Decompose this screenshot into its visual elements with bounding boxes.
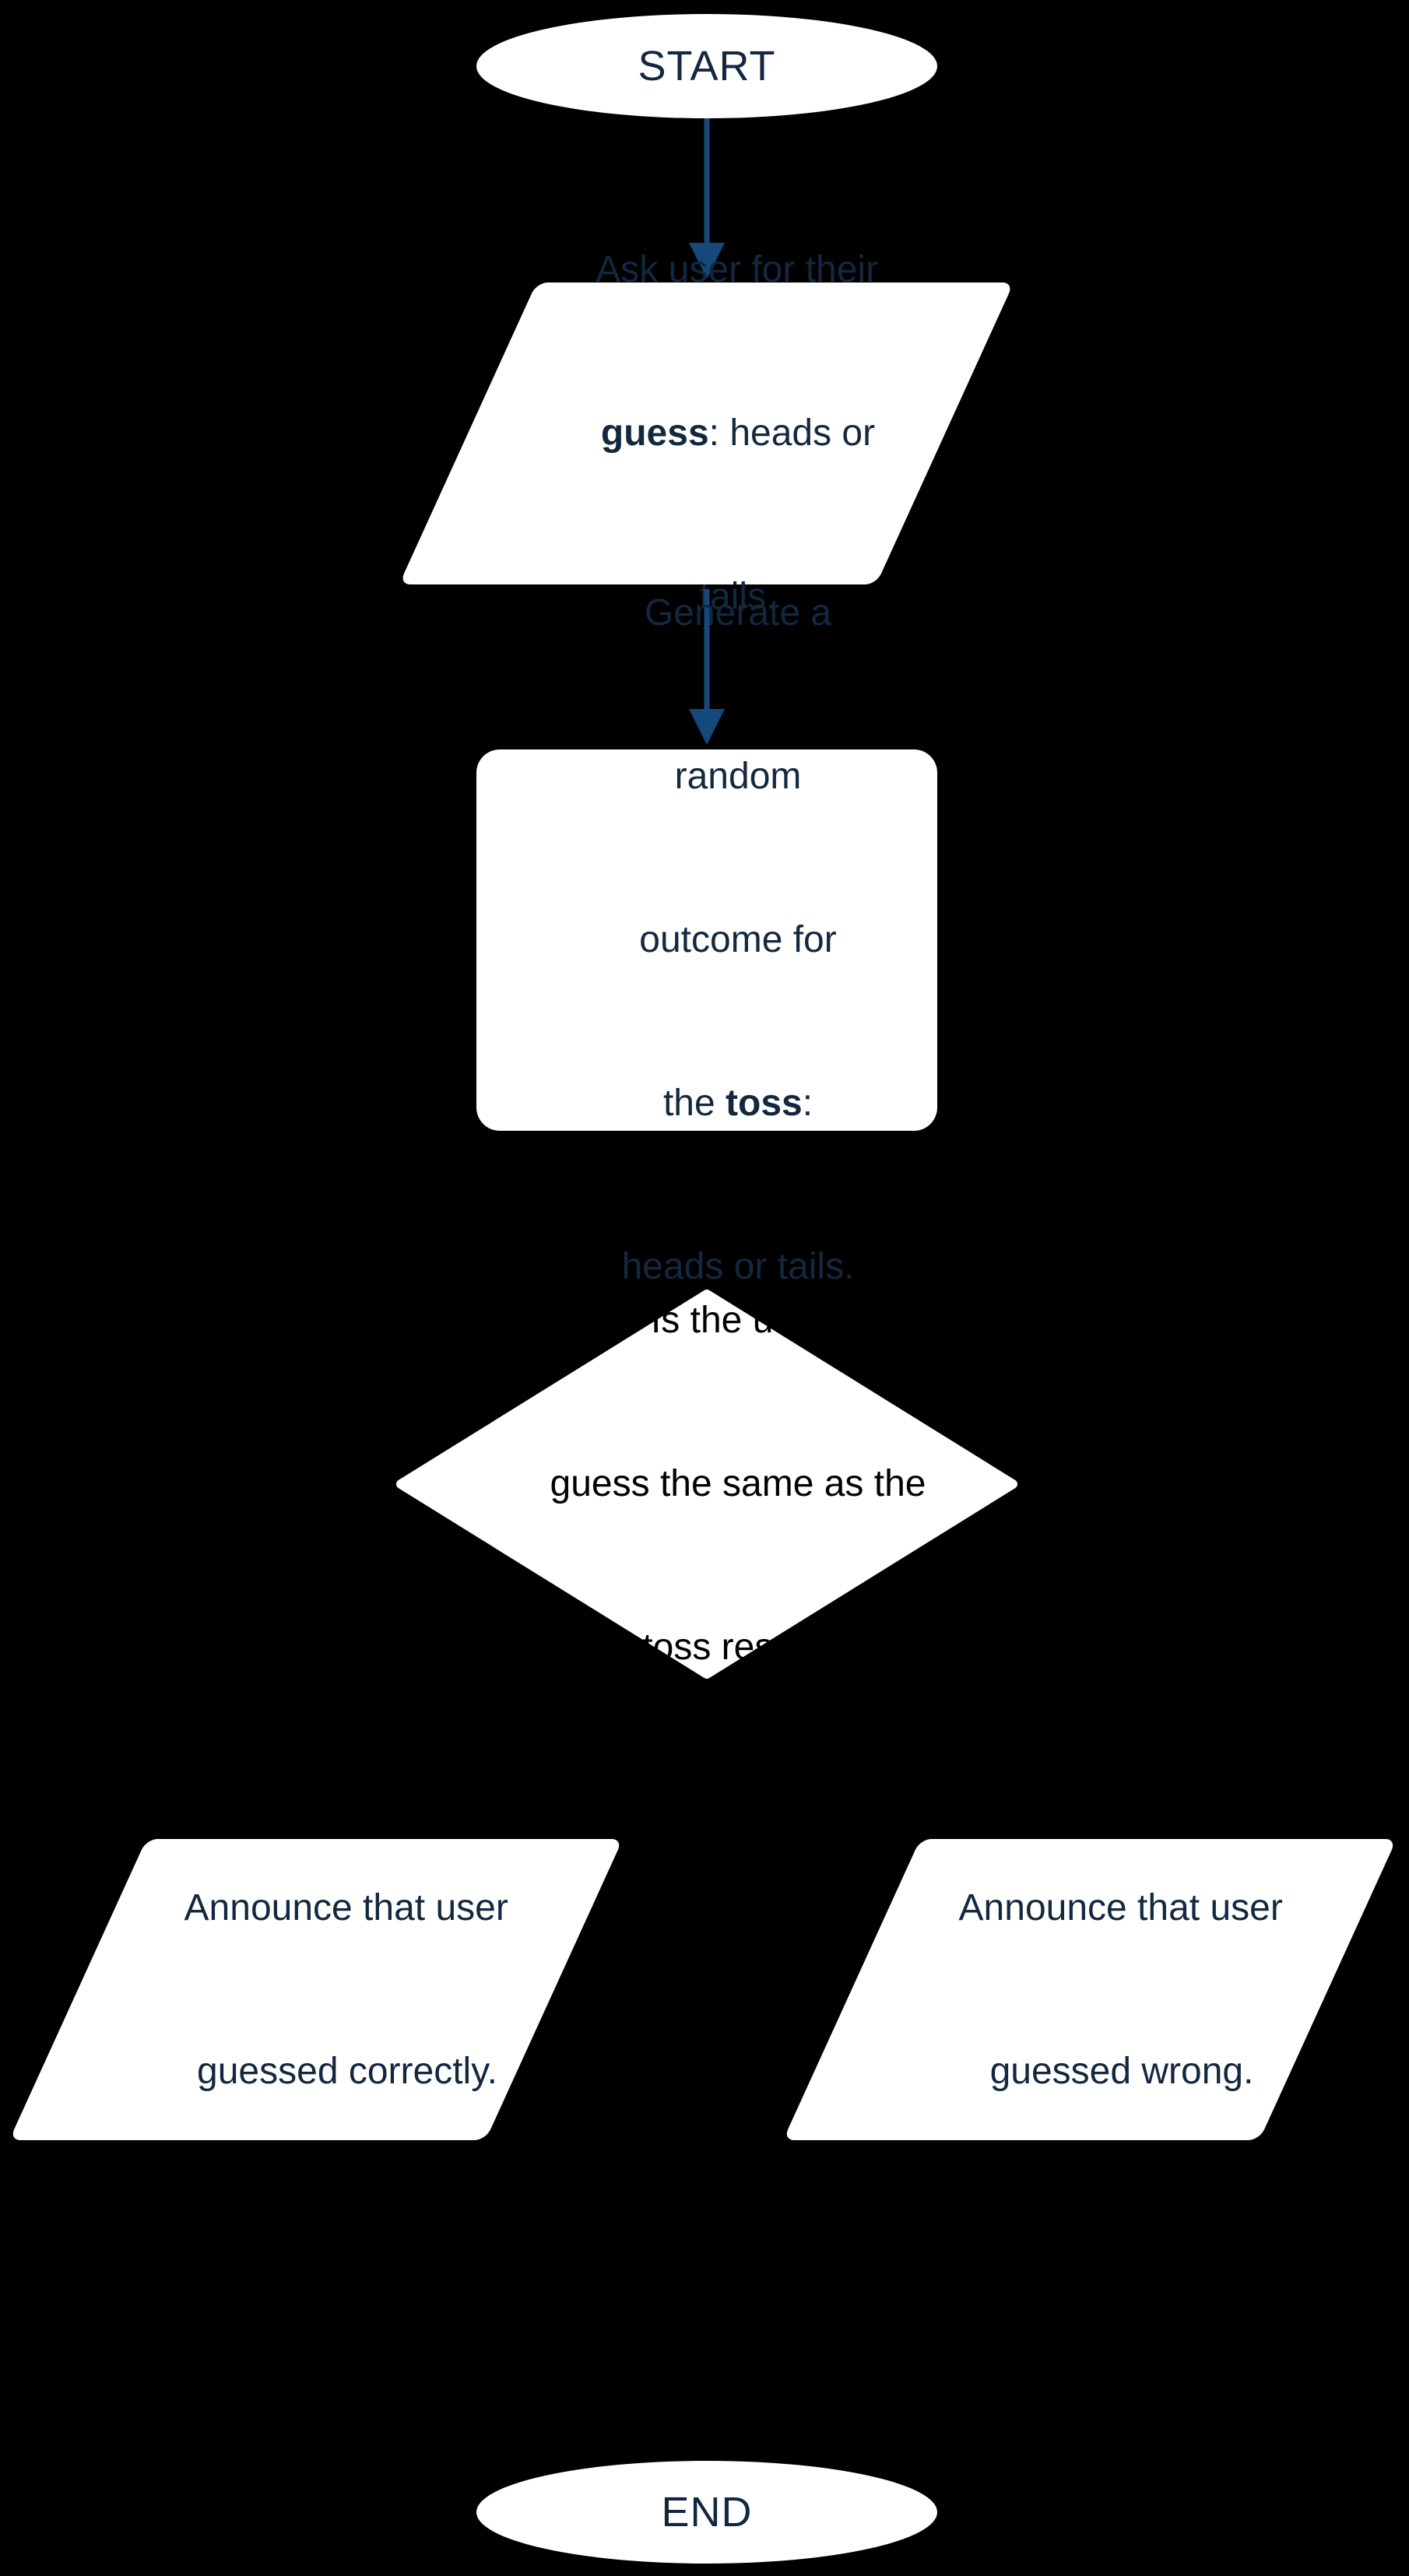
text-line: outcome for — [577, 858, 836, 1022]
text-segment: toss result? — [642, 1627, 834, 1668]
text-segment: : — [802, 1083, 813, 1124]
arrow-input-to-process — [689, 589, 725, 745]
text-segment: heads or tails. — [621, 1246, 855, 1287]
text-segment-bold: toss — [726, 1083, 803, 1124]
text-segment: Generate a — [644, 592, 832, 633]
text-segment: guessed correctly. — [197, 2050, 497, 2092]
text-line: guessed correctly. — [135, 1990, 497, 2153]
end-node: END — [476, 2461, 937, 2564]
end-label: END — [661, 2489, 753, 2536]
text-segment: the — [662, 1083, 726, 1124]
text-segment: Announce that user — [958, 1886, 1283, 1928]
text-line: toss result? — [580, 1566, 833, 1729]
text-line: guess the same as the — [488, 1402, 926, 1566]
text-segment: Ask user for their — [596, 249, 879, 290]
text-line: guess: heads or — [539, 352, 875, 515]
text-segment-bold: guess — [600, 412, 709, 454]
process-node-label: Generate a random outcome for the toss: … — [476, 592, 937, 1287]
text-line: the toss: — [601, 1022, 813, 1185]
text-line: Ask user for their — [536, 188, 878, 352]
arrow-head-icon — [689, 243, 725, 279]
text-line: random — [613, 695, 802, 858]
process-node-shape — [476, 749, 937, 1131]
text-line: guessed wrong. — [928, 1990, 1254, 2153]
start-label: START — [638, 43, 776, 89]
text-segment: outcome for — [639, 919, 837, 960]
diamond-icon — [396, 1290, 1017, 1679]
text-segment: guess the same as the — [550, 1463, 926, 1504]
text-segment: guessed wrong. — [989, 2050, 1254, 2092]
text-line: Is the user — [589, 1239, 825, 1402]
announce-correct-node-label: Announce that user guessed correctly. — [9, 1839, 624, 2140]
text-line: heads or tails. — [560, 1185, 855, 1349]
input-node-label: Ask user for their guess: heads or tails… — [399, 249, 1014, 617]
decision-node-shape — [396, 1290, 1017, 1679]
text-segment: Is the user — [650, 1300, 826, 1341]
text-line: tails. — [638, 515, 777, 679]
text-line: Announce that user — [898, 1827, 1283, 1990]
text-line: Generate a — [582, 532, 831, 695]
text-segment: random — [674, 756, 802, 797]
text-segment: Announce that user — [184, 1886, 508, 1928]
text-line: Announce that user — [124, 1827, 508, 1990]
decision-node-label: Is the user guess the same as the toss r… — [401, 1294, 1013, 1674]
arrow-start-to-input — [689, 118, 725, 279]
text-segment: tails. — [699, 576, 777, 617]
start-node: START — [476, 14, 937, 118]
arrow-head-icon — [689, 709, 725, 745]
announce-wrong-node-label: Announce that user guessed wrong. — [783, 1839, 1398, 2140]
text-segment: : heads or — [708, 412, 876, 454]
